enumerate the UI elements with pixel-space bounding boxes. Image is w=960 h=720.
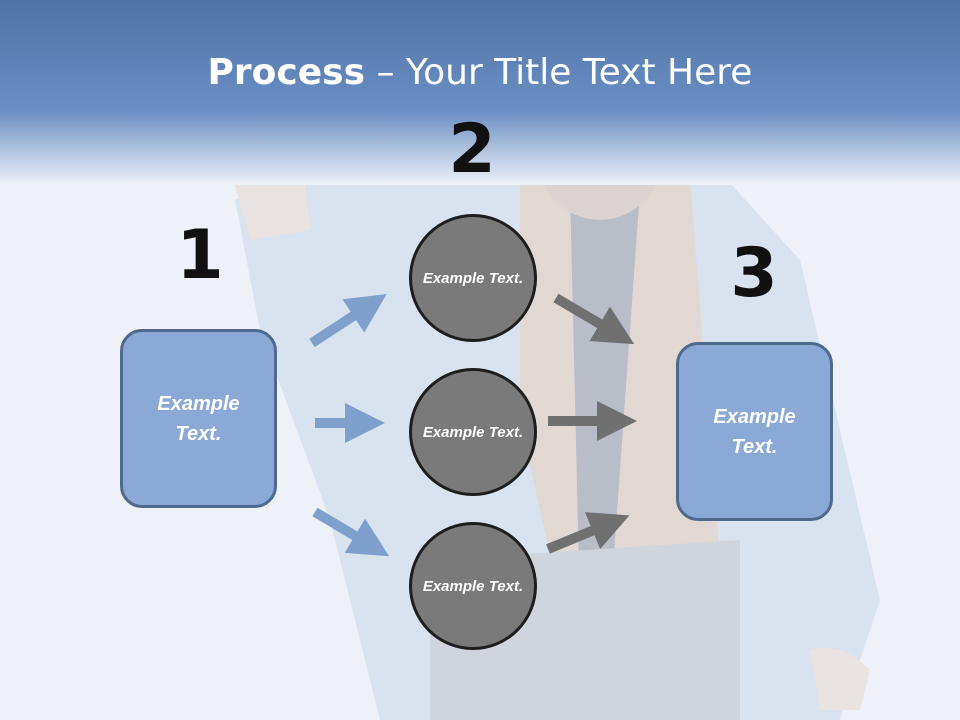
arrow-circle-1-to-box: [553, 293, 635, 345]
step-number-3: 3: [730, 234, 778, 313]
input-box: Example Text.: [120, 329, 277, 508]
arrow-circle-3-to-box: [546, 512, 630, 554]
process-circle-1: Example Text.: [409, 214, 537, 342]
title-bold: Process: [207, 52, 366, 93]
process-circle-3: Example Text.: [409, 522, 537, 650]
step-number-2: 2: [448, 110, 496, 189]
arrow-box-to-circle-1: [309, 294, 387, 348]
title-rest: – Your Title Text Here: [365, 52, 753, 93]
output-box: Example Text.: [676, 342, 833, 521]
process-circle-2: Example Text.: [409, 368, 537, 496]
slide-title: Process – Your Title Text Here: [0, 52, 960, 93]
arrow-box-to-circle-3: [312, 507, 390, 557]
circle-1-text: Example Text.: [422, 269, 524, 287]
circle-2-text: Example Text.: [422, 423, 524, 441]
step-number-1: 1: [176, 216, 224, 295]
input-box-text: Example Text.: [157, 392, 240, 445]
circle-3-text: Example Text.: [422, 577, 524, 595]
output-box-text: Example Text.: [713, 405, 796, 458]
